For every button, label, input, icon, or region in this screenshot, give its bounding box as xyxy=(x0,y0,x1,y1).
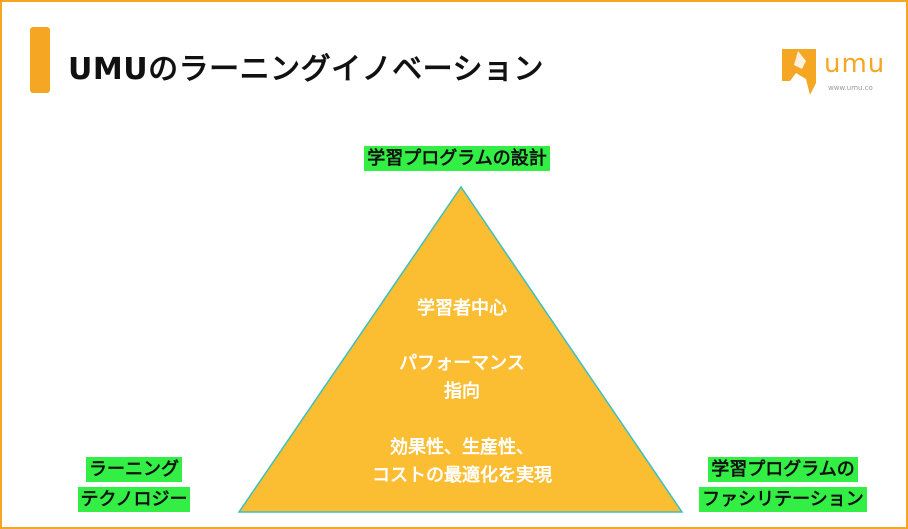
label-program-design: 学習プログラムの設計 xyxy=(350,144,564,174)
label-program-facilitation: 学習プログラムの ファシリテーション xyxy=(678,455,888,515)
umu-logo: umu www.umu.co xyxy=(776,43,886,99)
triangle-item-optimization: 効果性、生産性、 コストの最適化を実現 xyxy=(372,437,552,486)
logo-wordmark: umu xyxy=(824,49,886,79)
triangle-item-learner-centric: 学習者中心 xyxy=(417,298,507,319)
title-accent-bar xyxy=(30,27,50,93)
slide-title: UMUのラーニングイノベーション xyxy=(68,52,544,87)
pyramid-triangle xyxy=(237,185,684,513)
umu-horse-icon xyxy=(782,49,816,95)
logo-url: www.umu.co xyxy=(828,84,873,92)
triangle-item-performance: パフォーマンス 指向 xyxy=(399,353,525,402)
label-learning-technology: ラーニング テクノロジー xyxy=(64,455,204,515)
